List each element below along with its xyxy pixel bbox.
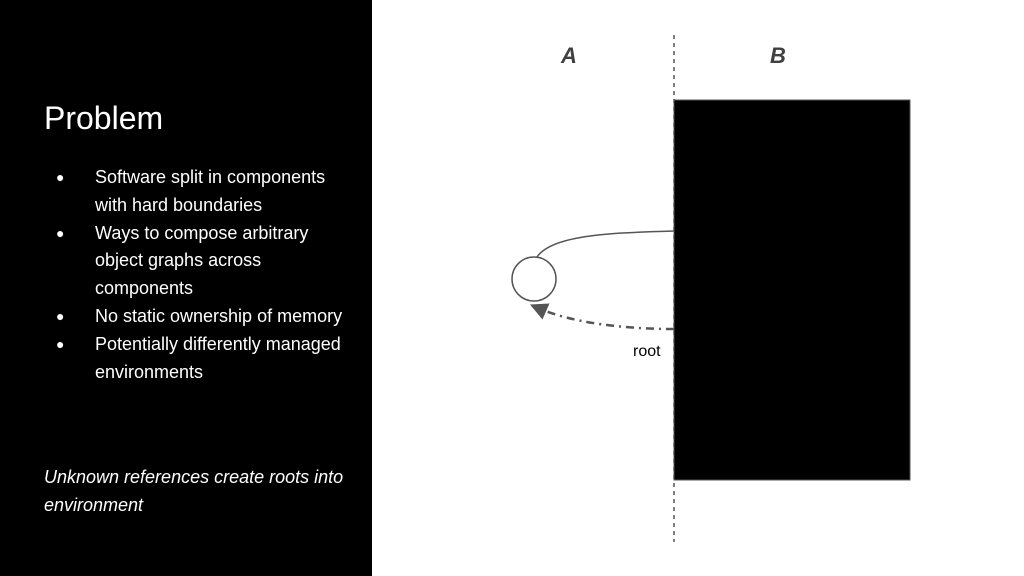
text-panel: Problem ● Software split in components w… (0, 0, 372, 576)
bullet-marker: ● (56, 169, 65, 185)
bullet-item: ● Ways to compose arbitrary object graph… (44, 220, 354, 303)
bullet-marker: ● (56, 224, 65, 241)
component-label-b: B (770, 43, 786, 68)
bullet-marker: ● (56, 335, 65, 352)
root-label: root (633, 343, 661, 360)
reference-line (533, 230, 675, 263)
component-label-a: A (560, 43, 577, 68)
root-arrow (529, 303, 675, 331)
bullet-marker: ● (56, 307, 65, 324)
bullet-item: ● No static ownership of memory (44, 303, 354, 331)
bullet-text: No static ownership of memory (95, 305, 343, 326)
slide-title: Problem (44, 100, 164, 136)
object-node (511, 256, 557, 302)
bullet-list: ● Software split in components with hard… (44, 164, 354, 386)
bullet-text: Potentially differently managed environm… (95, 333, 341, 382)
bullet-item: ● Potentially differently managed enviro… (44, 331, 354, 387)
bullet-item: ● Software split in components with hard… (44, 164, 354, 220)
bullet-text: Ways to compose arbitrary object graphs … (95, 222, 309, 299)
component-b-box (673, 99, 911, 481)
footnote: Unknown references create roots into env… (44, 467, 344, 515)
bullet-text: Software split in components with hard b… (95, 167, 326, 215)
